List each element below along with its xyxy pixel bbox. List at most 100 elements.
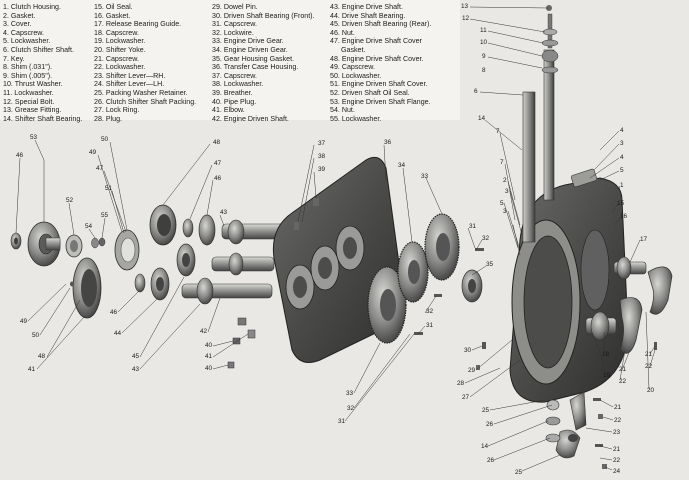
legend-item: 45. Driven Shaft Bearing (Rear). xyxy=(330,20,432,29)
legend-column-4: 43. Engine Drive Shaft. 44. Drive Shaft … xyxy=(330,3,431,123)
callout-label: 38 xyxy=(318,153,326,160)
callout-label: 54 xyxy=(85,223,93,230)
callout-label: 37 xyxy=(318,140,326,147)
callout-label: 48 xyxy=(38,353,46,360)
callout-label: 14 xyxy=(478,115,486,122)
callout-label: 44 xyxy=(114,330,122,337)
callout-label: 46 xyxy=(110,309,118,316)
callout-label: 33 xyxy=(346,390,354,397)
callout-label: 46 xyxy=(16,152,24,159)
callout-label: 10 xyxy=(480,39,488,46)
leader-lines xyxy=(15,6,656,472)
callout-label: 21 xyxy=(619,366,627,373)
callout-label: 14 xyxy=(481,443,489,450)
callout-label: 20 xyxy=(647,387,655,394)
callout-label: 13 xyxy=(461,3,469,10)
legend-column-1: 1. Clutch Housing. 2. Gasket. 3. Cover. … xyxy=(3,3,82,123)
callout-label: 43 xyxy=(132,366,140,373)
callout-label: 15 xyxy=(617,200,625,207)
drive-shaft-cover-gasket-part xyxy=(114,229,140,271)
callout-label: 21 xyxy=(614,404,622,411)
callout-label: 40 xyxy=(205,342,213,349)
legend-item: 17. Release Bearing Guide. xyxy=(94,20,182,29)
legend-item: 4. Capscrew. xyxy=(3,28,45,37)
callout-label: 53 xyxy=(30,134,38,141)
legend-item: 42. Engine Driven Shaft. xyxy=(212,114,289,123)
callout-label: 55 xyxy=(101,212,109,219)
engine-gears-part xyxy=(367,213,460,344)
callout-label: 19 xyxy=(603,372,611,379)
callout-label: 33 xyxy=(421,173,429,180)
callout-label: 29 xyxy=(468,367,476,374)
legend-item: 52. Driven Shaft Oil Seal. xyxy=(330,88,410,97)
legend-item: 10. Thrust Washer. xyxy=(3,80,63,89)
callout-label: 31 xyxy=(469,223,477,230)
legend-item: 1. Clutch Housing. xyxy=(3,3,61,11)
legend-item: 26. Clutch Shifter Shaft Packing. xyxy=(94,97,197,106)
callout-label: 45 xyxy=(132,353,140,360)
capscrews-right-part xyxy=(476,342,657,469)
callout-label: 6 xyxy=(474,88,478,95)
callout-label: 8 xyxy=(482,67,486,74)
callout-label: 50 xyxy=(32,332,40,339)
legend-item: 3. Cover. xyxy=(3,20,32,29)
callout-label: 23 xyxy=(613,429,621,436)
callout-label: 46 xyxy=(214,175,222,182)
callout-label: 28 xyxy=(457,380,465,387)
legend-item: 24. Shifter Lever—LH. xyxy=(94,80,165,89)
callout-label: 41 xyxy=(205,353,213,360)
driven-shaft-cover-part xyxy=(70,257,102,319)
packing-washers-part xyxy=(545,399,561,443)
callout-label: 2 xyxy=(503,177,507,184)
callout-label: 30 xyxy=(464,347,472,354)
legend-item: 11. Lockwasher. xyxy=(3,88,54,97)
legend-item: 48. Engine Drive Shaft Cover. xyxy=(330,54,424,63)
legend-item: 16. Gasket. xyxy=(94,11,131,20)
callout-label: 36 xyxy=(384,139,392,146)
callout-label: 31 xyxy=(426,322,434,329)
callout-label: 51 xyxy=(105,185,113,192)
legend-item: 46. Nut. xyxy=(330,28,355,37)
legend-item: 23. Shifter Lever—RH. xyxy=(94,71,166,80)
engine-drive-shafts-part xyxy=(181,219,285,305)
legend-item: 27. Lock Ring. xyxy=(94,106,140,115)
legend-item: 33. Engine Drive Gear. xyxy=(212,37,284,46)
callout-label: 43 xyxy=(220,209,228,216)
callout-label: 34 xyxy=(398,162,406,169)
callout-labels: 53 46 52 54 55 50 49 47 51 48 47 46 43 3… xyxy=(16,3,655,476)
legend-item: 9. Shim (.005"). xyxy=(3,71,53,80)
legend-item: 34. Engine Driven Gear. xyxy=(212,45,288,54)
legend-item: 51. Engine Driven Shaft Cover. xyxy=(330,80,428,89)
legend-item: 55. Lockwasher. xyxy=(330,114,382,123)
callout-label: 50 xyxy=(101,136,109,143)
callout-label: 11 xyxy=(480,27,487,34)
legend-item: 50. Lockwasher. xyxy=(330,71,382,80)
legend-column-2: 15. Oil Seal. 16. Gasket. 17. Release Be… xyxy=(94,3,196,123)
legend-item-continued: Gasket. xyxy=(341,45,366,54)
legend-item: 18. Capscrew. xyxy=(94,28,139,37)
release-bearing-guide-part xyxy=(585,256,647,341)
callout-label: 47 xyxy=(96,165,104,172)
callout-label: 41 xyxy=(28,366,36,373)
callout-label: 5 xyxy=(620,167,624,174)
legend-item: 54. Nut. xyxy=(330,106,355,115)
callout-label: 26 xyxy=(487,457,495,464)
callout-label: 47 xyxy=(214,160,222,167)
legend-item: 21. Capscrew. xyxy=(94,54,139,63)
callout-label: 3 xyxy=(505,188,509,195)
callout-label: 27 xyxy=(462,394,470,401)
shims-washers-part xyxy=(541,5,559,74)
clutch-housing-part xyxy=(509,177,629,403)
callout-label: 49 xyxy=(89,149,97,156)
callout-label: 4 xyxy=(620,154,624,161)
legend-item: 35. Gear Housing Gasket. xyxy=(212,54,295,63)
legend-item: 36. Transfer Case Housing. xyxy=(212,63,299,72)
legend-item: 15. Oil Seal. xyxy=(94,3,133,11)
legend-item: 38. Lockwasher. xyxy=(212,80,264,89)
legend-item: 39. Breather. xyxy=(212,88,253,97)
legend-item: 30. Driven Shaft Bearing (Front). xyxy=(212,11,315,20)
callout-label: 21 xyxy=(645,351,653,358)
lockwasher-nut-part xyxy=(91,237,106,249)
legend-item: 7. Key. xyxy=(3,54,25,63)
